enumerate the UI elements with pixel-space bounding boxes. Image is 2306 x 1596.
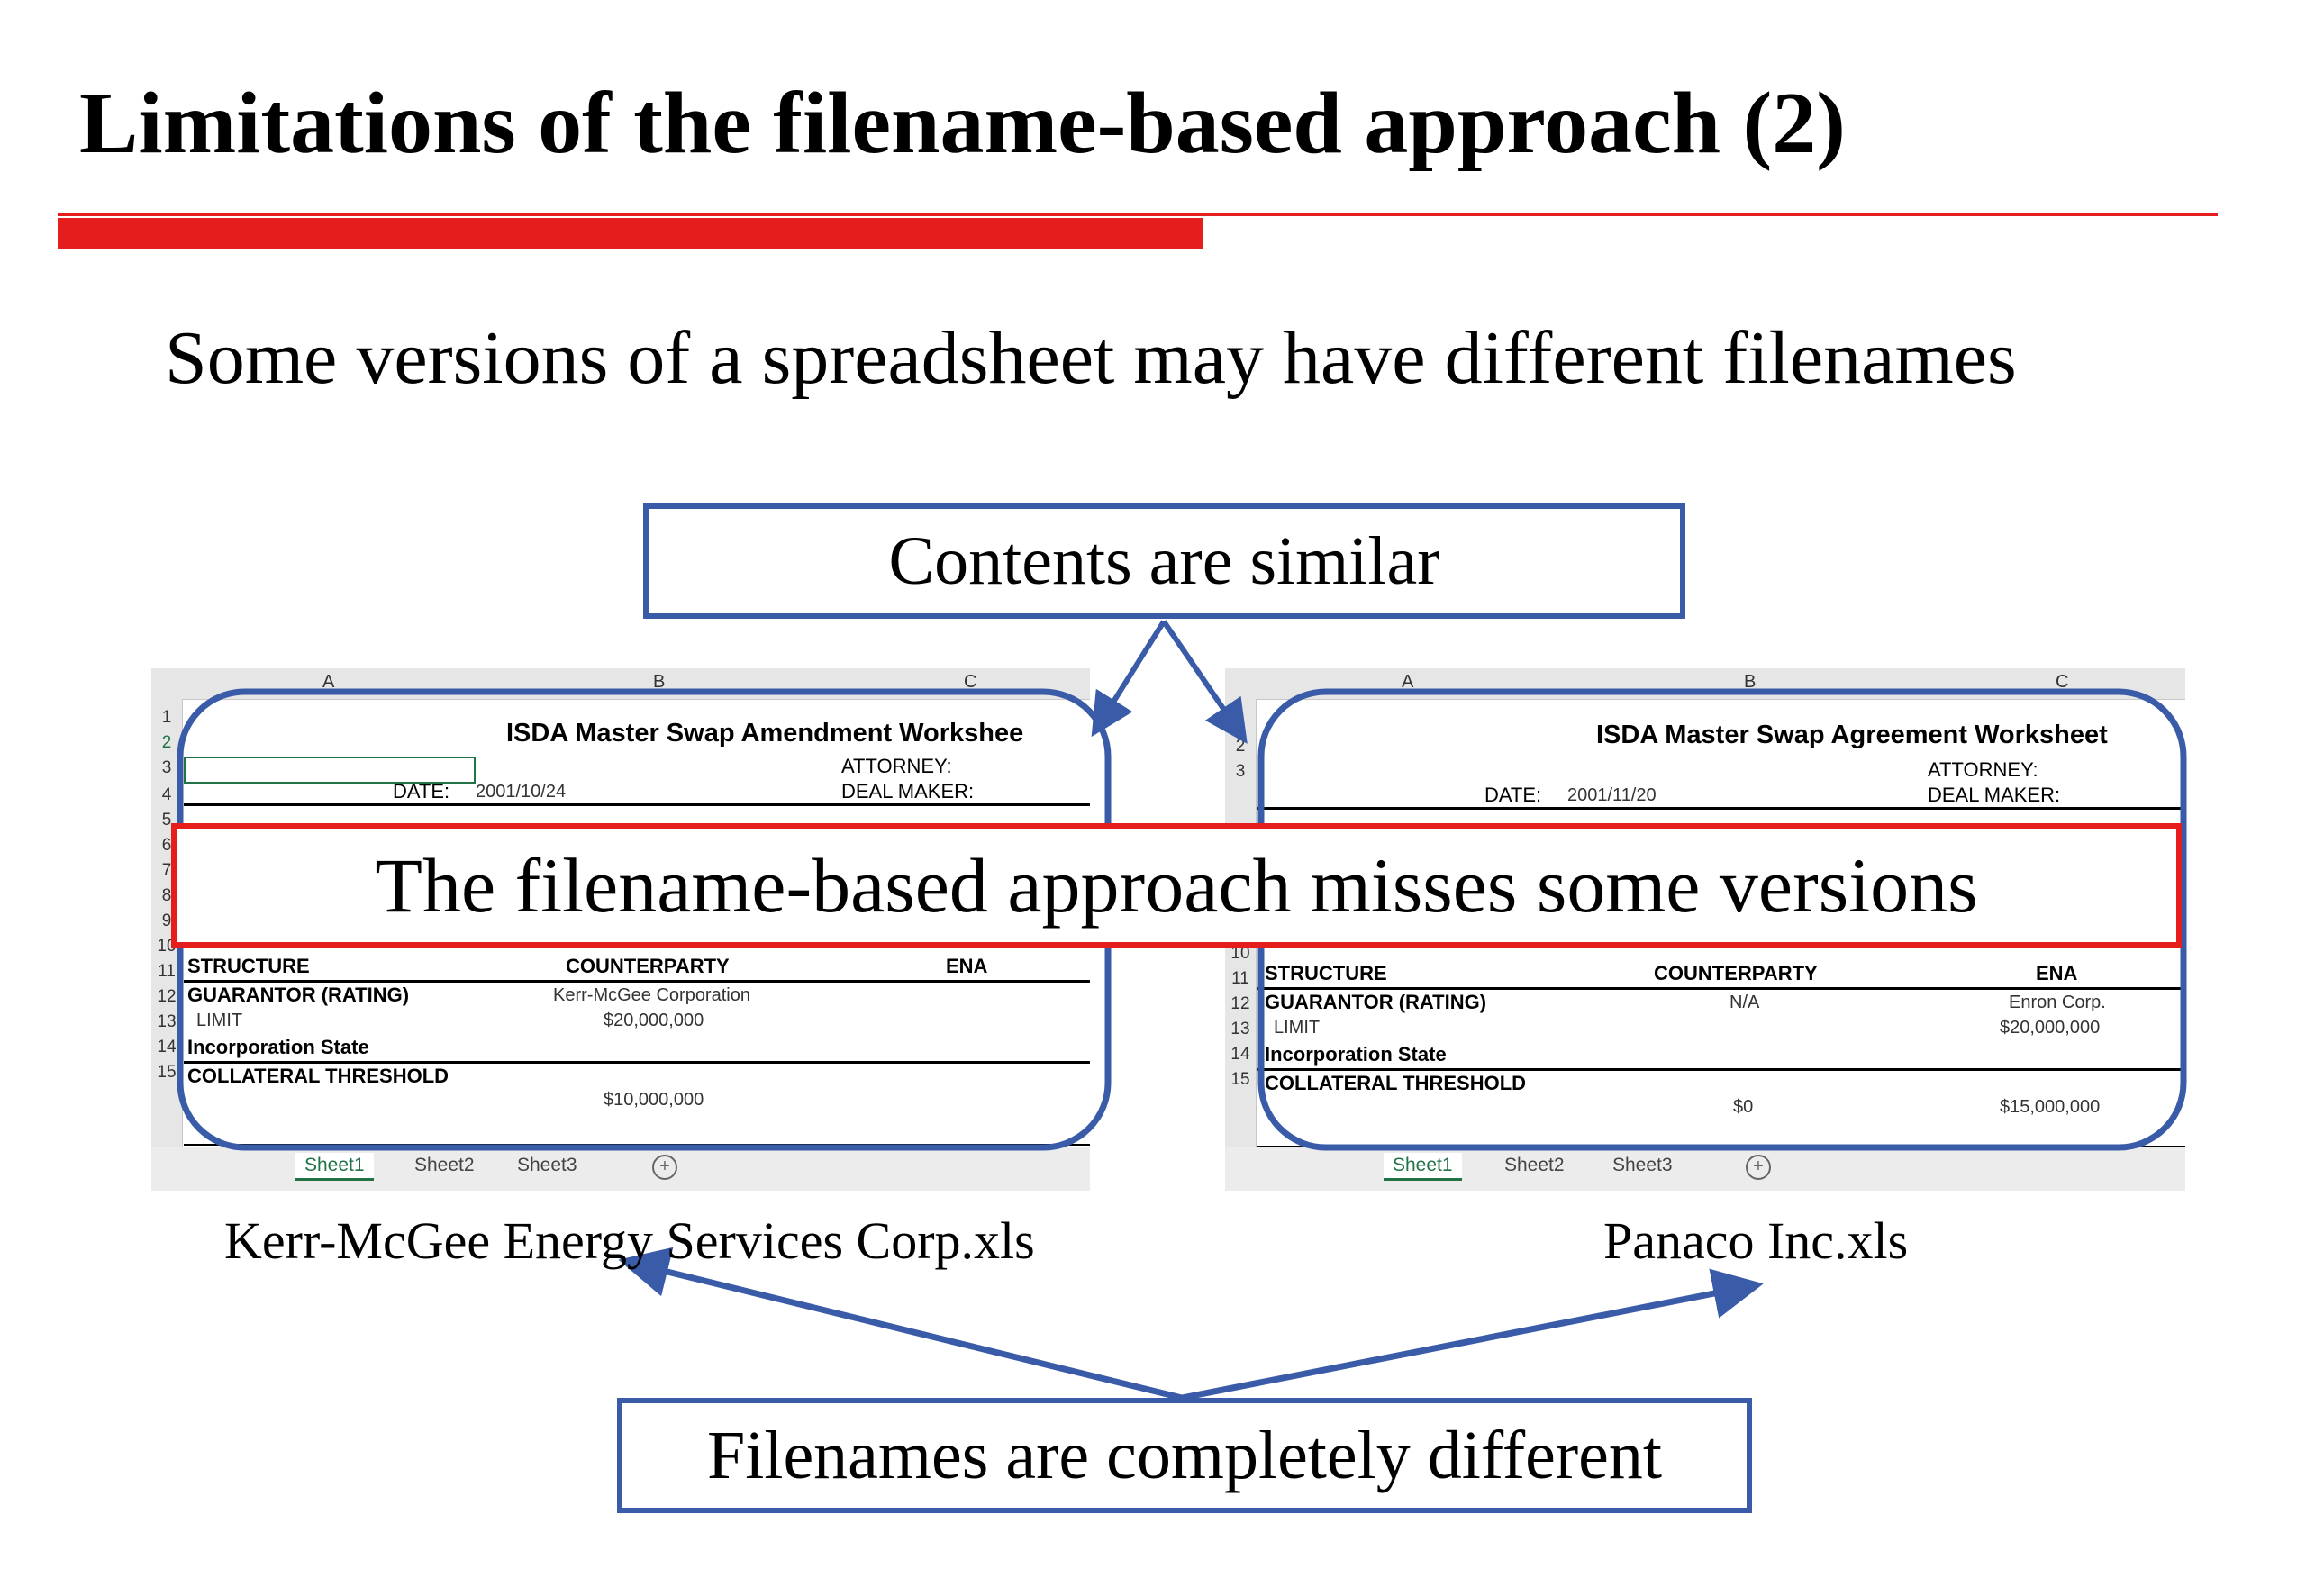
row-number: 15 [1230,1070,1250,1089]
collateral-label: COLLATERAL THRESHOLD [187,1065,449,1087]
worksheet-title: ISDA Master Swap Amendment Workshee [506,719,1024,748]
row-number: 2 [1235,737,1246,756]
row-number: 14 [1230,1045,1250,1064]
title-underline-thin [58,213,2218,216]
row-number: 13 [157,1012,177,1031]
divider [1257,987,2185,990]
limit-label: LIMIT [1274,1018,1321,1038]
date-value: 2001/10/24 [476,782,567,802]
divider [1257,1068,2185,1071]
row-number: 3 [1235,762,1246,781]
structure-label: STRUCTURE [187,955,310,977]
date-label: DATE: [1484,784,1542,806]
arrow-to-left-sheet [1091,620,1167,738]
collateral-label: COLLATERAL THRESHOLD [1265,1072,1527,1094]
add-sheet-icon[interactable]: + [652,1155,677,1180]
arrow-to-right-sheet [1161,620,1248,744]
guarantor-counterparty: N/A [1730,993,1760,1012]
limit-ena: $20,000,000 [2000,1018,2101,1038]
column-header-a: A [1402,672,1414,692]
ena-label: ENA [2036,962,2078,984]
sheet-tab-3[interactable]: Sheet3 [517,1155,577,1175]
sheet-tab-2[interactable]: Sheet2 [414,1155,475,1175]
sheet-tab-bar: Sheet1 Sheet2 Sheet3 + [151,1147,1090,1191]
filename-right: Panaco Inc.xls [1603,1211,1909,1270]
callout-filenames-different: Filenames are completely different [617,1398,1752,1513]
row-number: 7 [161,861,172,880]
row-number: 2 [161,733,172,752]
callout-approach-misses: The filename-based approach misses some … [171,823,2182,948]
sheet-tab-3[interactable]: Sheet3 [1612,1155,1673,1175]
date-value: 2001/11/20 [1567,785,1657,805]
callout-contents-similar: Contents are similar [643,503,1685,619]
guarantor-label: GUARANTOR (RATING) [187,984,410,1006]
row-number: 12 [157,987,177,1006]
divider [1257,807,2185,810]
row-number: 6 [161,836,172,855]
threshold-counterparty: $0 [1733,1097,1754,1117]
row-number: 11 [158,962,176,981]
divider [184,803,1090,806]
threshold-counterparty: $10,000,000 [604,1090,704,1110]
incorporation-label: Incorporation State [1265,1043,1447,1066]
structure-label: STRUCTURE [1265,962,1387,984]
deal-maker-label: DEAL MAKER: [1928,784,2061,806]
guarantor-counterparty: Kerr-McGee Corporation [553,985,750,1005]
guarantor-ena: Enron Corp. [2009,993,2106,1012]
arrow-to-right-filename [1181,1268,1764,1401]
column-header-c: C [964,672,977,692]
filename-left: Kerr-McGee Energy Services Corp.xls [224,1211,1035,1270]
divider [184,980,1090,983]
date-label: DATE: [393,780,450,803]
threshold-ena: $15,000,000 [2000,1097,2101,1117]
slide-title: Limitations of the filename-based approa… [79,75,1846,172]
row-number: 1 [161,708,172,727]
column-header-b: B [653,672,666,692]
limit-label: LIMIT [196,1011,243,1030]
column-header-a: A [322,672,335,692]
ena-label: ENA [946,955,988,977]
deal-maker-label: DEAL MAKER: [841,780,975,803]
limit-counterparty: $20,000,000 [604,1011,704,1030]
attorney-label: ATTORNEY: [1928,758,2038,781]
sheet-tab-2[interactable]: Sheet2 [1504,1155,1565,1175]
column-header-b: B [1744,672,1757,692]
selected-cell[interactable] [184,757,476,784]
row-number: 9 [161,911,172,930]
sheet-tab-1[interactable]: Sheet1 [295,1153,374,1181]
row-number: 5 [161,811,172,830]
row-number: 15 [157,1063,177,1082]
add-sheet-icon[interactable]: + [1746,1155,1771,1180]
slide-subtitle: Some versions of a spreadsheet may have … [165,316,2017,400]
counterparty-label: COUNTERPARTY [1654,962,1818,984]
row-number: 3 [161,758,172,777]
row-number: 10 [1230,944,1250,963]
incorporation-label: Incorporation State [187,1036,369,1058]
row-number: 12 [1230,994,1250,1013]
attorney-label: ATTORNEY: [841,755,952,777]
row-number: 14 [157,1038,177,1056]
sheet-tab-1[interactable]: Sheet1 [1384,1153,1462,1181]
title-underline-thick [58,218,1203,249]
column-header-c: C [2056,672,2069,692]
row-number: 11 [1231,969,1249,988]
arrow-to-left-filename [618,1247,1183,1401]
row-number: 13 [1230,1020,1250,1038]
row-number: 8 [161,886,172,905]
row-number: 4 [161,785,172,804]
sheet-tab-bar: Sheet1 Sheet2 Sheet3 + [1225,1147,2185,1191]
guarantor-label: GUARANTOR (RATING) [1265,991,1487,1013]
counterparty-label: COUNTERPARTY [566,955,730,977]
divider [184,1061,1090,1064]
worksheet-title: ISDA Master Swap Agreement Worksheet [1596,721,2108,749]
